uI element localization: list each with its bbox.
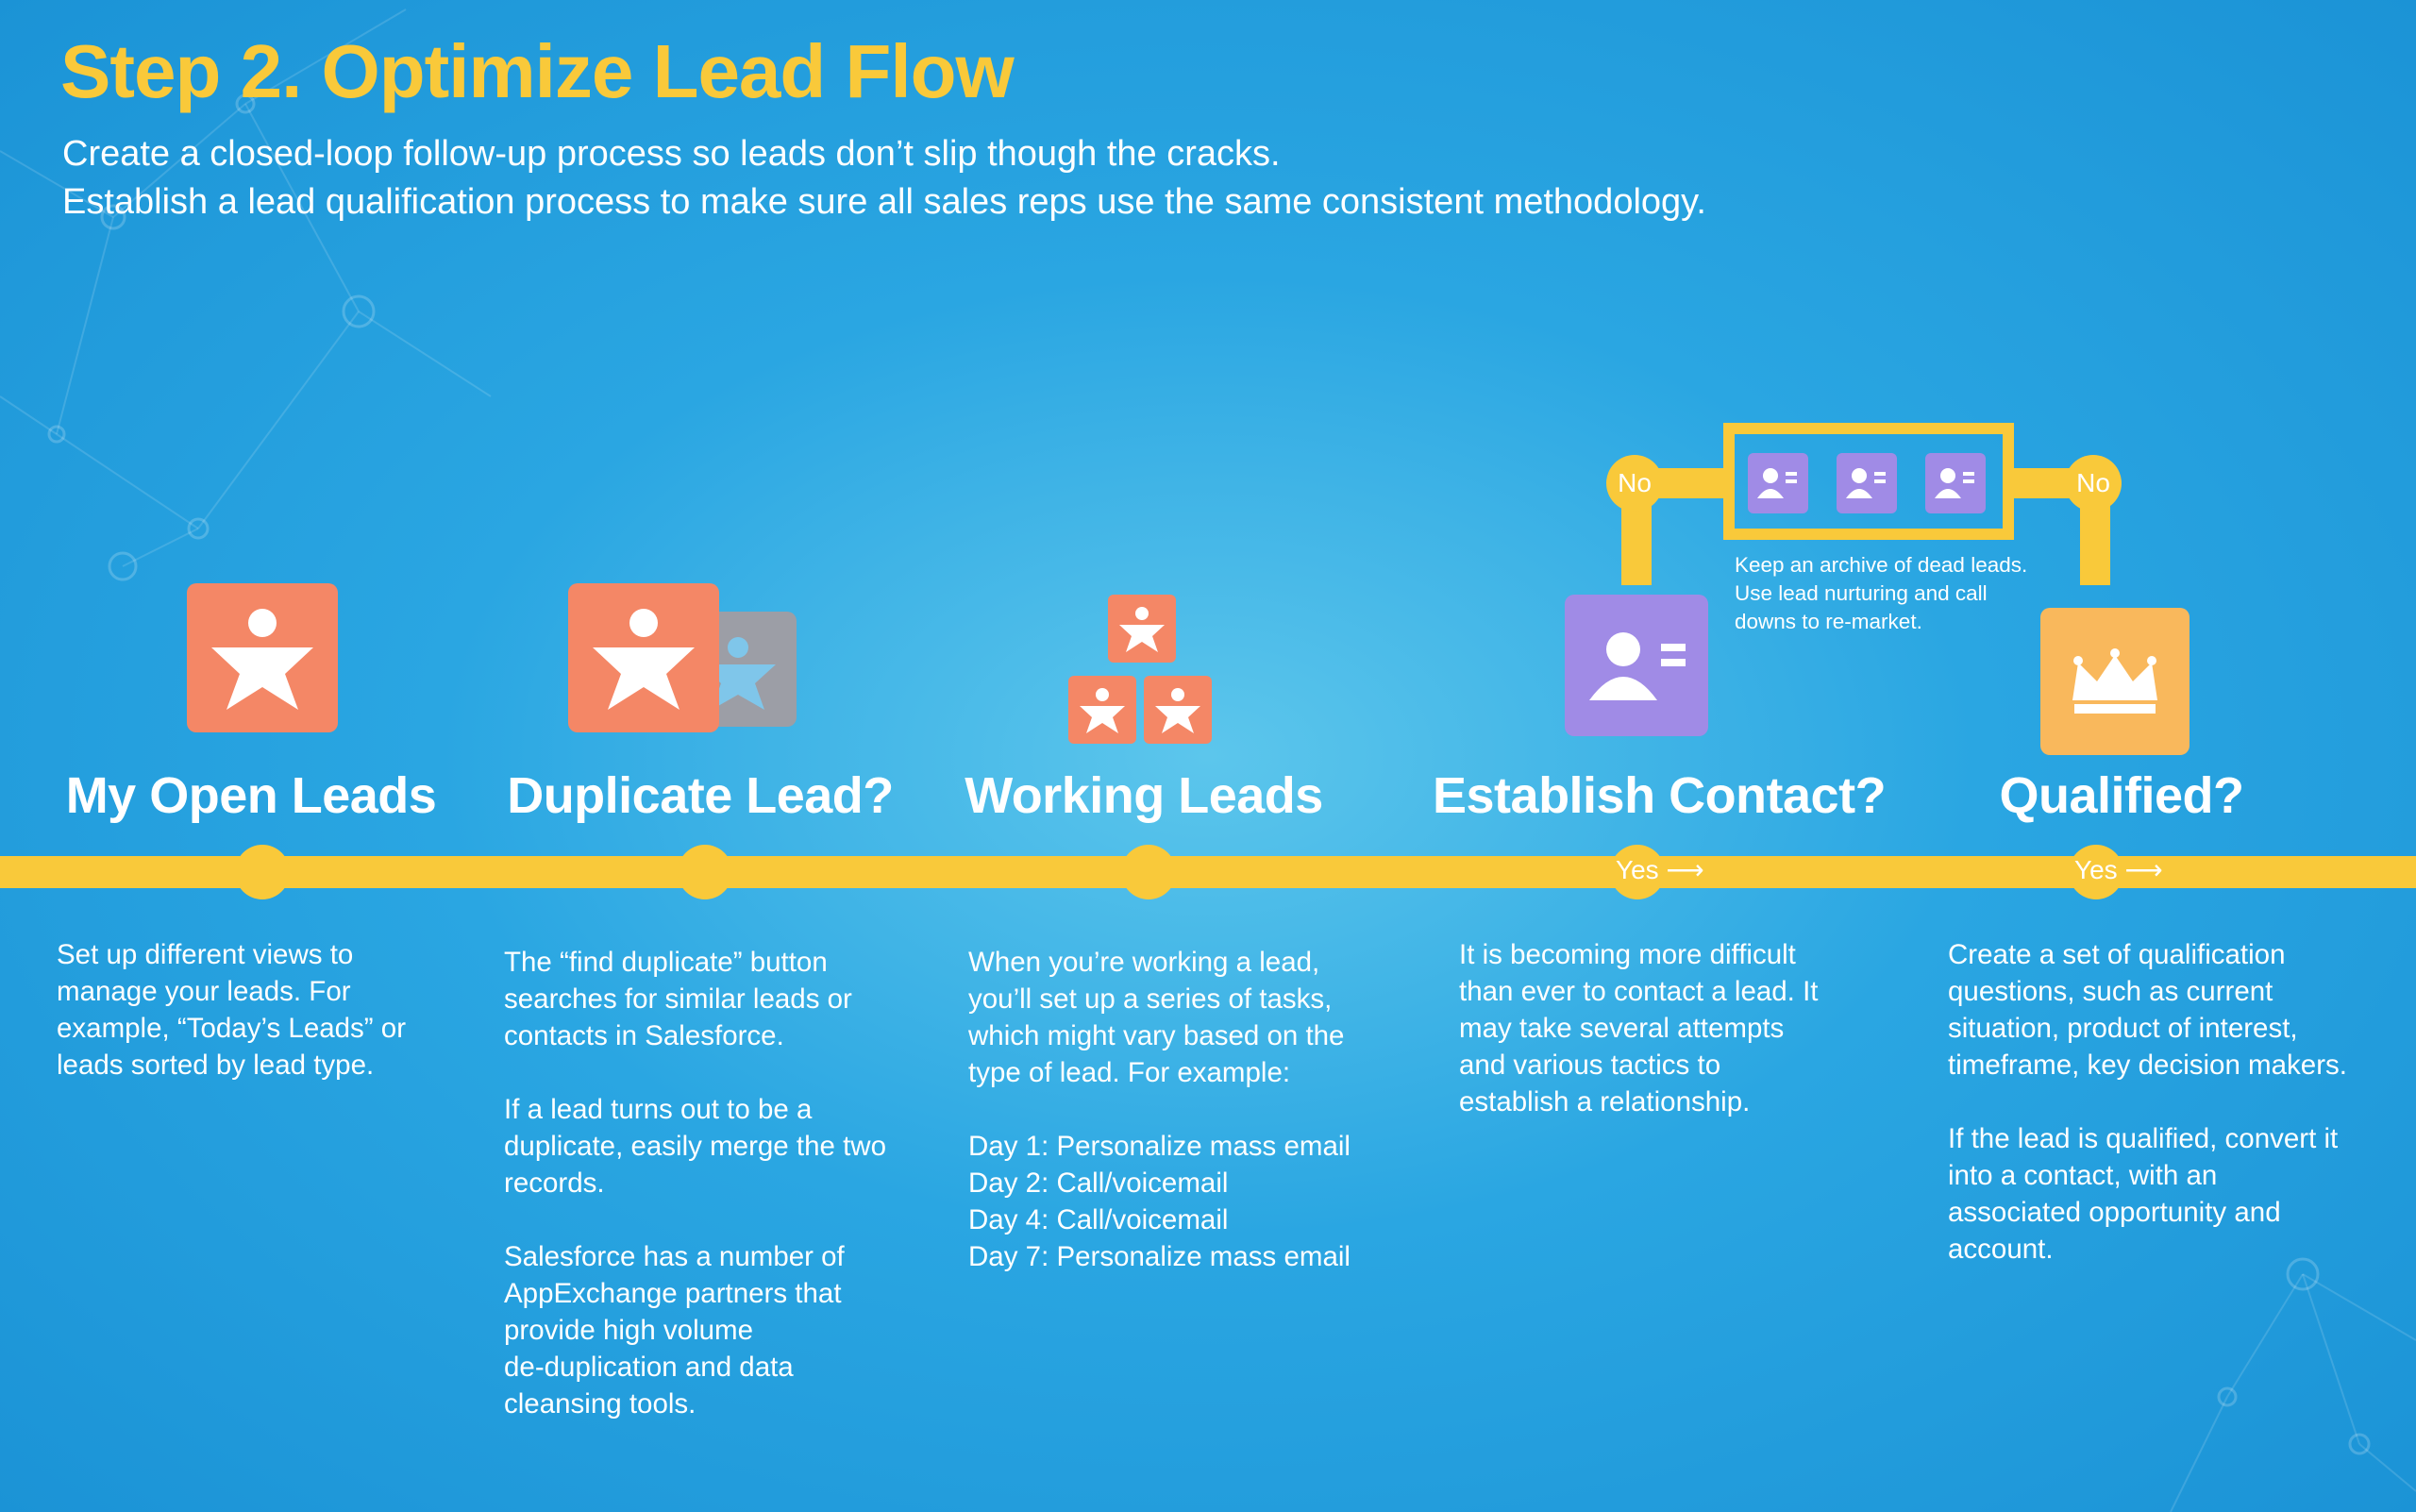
archive-contact-card-icon	[1837, 453, 1897, 513]
subtitle-line-1: Create a closed-loop follow-up process s…	[62, 134, 1281, 174]
timeline-bar	[0, 856, 2416, 888]
archive-contact-card-icon	[1748, 453, 1808, 513]
stage-title-duplicate-lead: Duplicate Lead?	[507, 767, 894, 824]
yes-label-establish-contact: Yes ⟶	[1616, 855, 1704, 884]
timeline-node	[678, 845, 732, 899]
archive-note: Keep an archive of dead leads. Use lead …	[1735, 553, 2028, 633]
timeline-node	[1121, 845, 1176, 899]
crown-icon	[2040, 608, 2190, 755]
stacked-leads-icon-top	[1108, 595, 1176, 663]
stage-title-establish-contact: Establish Contact?	[1433, 767, 1887, 824]
stage-title-qualified: Qualified?	[1999, 767, 2244, 824]
arrow-right-icon: ⟶	[1666, 855, 1704, 884]
page-title: Step 2. Optimize Lead Flow	[60, 29, 1015, 113]
arrow-right-icon: ⟶	[2124, 855, 2163, 884]
stage-title-my-open-leads: My Open Leads	[65, 767, 437, 824]
timeline-node	[1610, 845, 1665, 899]
dead-leads-archive	[1723, 423, 2014, 540]
no-badge-establish-contact: No	[1606, 455, 1663, 512]
stage-description-duplicate-lead: The “find duplicate” button searches for…	[504, 947, 887, 1420]
duplicate-person-icon	[568, 583, 719, 732]
no-badge-qualified: No	[2065, 455, 2122, 512]
stage-description-my-open-leads: Set up different views to manage your le…	[57, 939, 407, 1081]
archive-contact-card-icon	[1925, 453, 1986, 513]
stage-title-working-leads: Working Leads	[965, 767, 1323, 824]
stacked-leads-icon-right	[1144, 676, 1212, 744]
timeline-node	[2069, 845, 2123, 899]
stacked-leads-icon-left	[1068, 676, 1136, 744]
stage-description-establish-contact: It is becoming more difficult than ever …	[1459, 939, 1819, 1117]
yes-label-qualified: Yes ⟶	[2074, 855, 2163, 884]
timeline-node	[235, 845, 290, 899]
subtitle-line-2: Establish a lead qualification process t…	[62, 182, 1706, 222]
person-star-icon	[187, 583, 338, 732]
contact-card-icon	[1565, 595, 1708, 736]
stage-description-qualified: Create a set of qualification questions,…	[1948, 939, 2347, 1265]
stage-description-working-leads: When you’re working a lead, you’ll set u…	[968, 947, 1351, 1272]
